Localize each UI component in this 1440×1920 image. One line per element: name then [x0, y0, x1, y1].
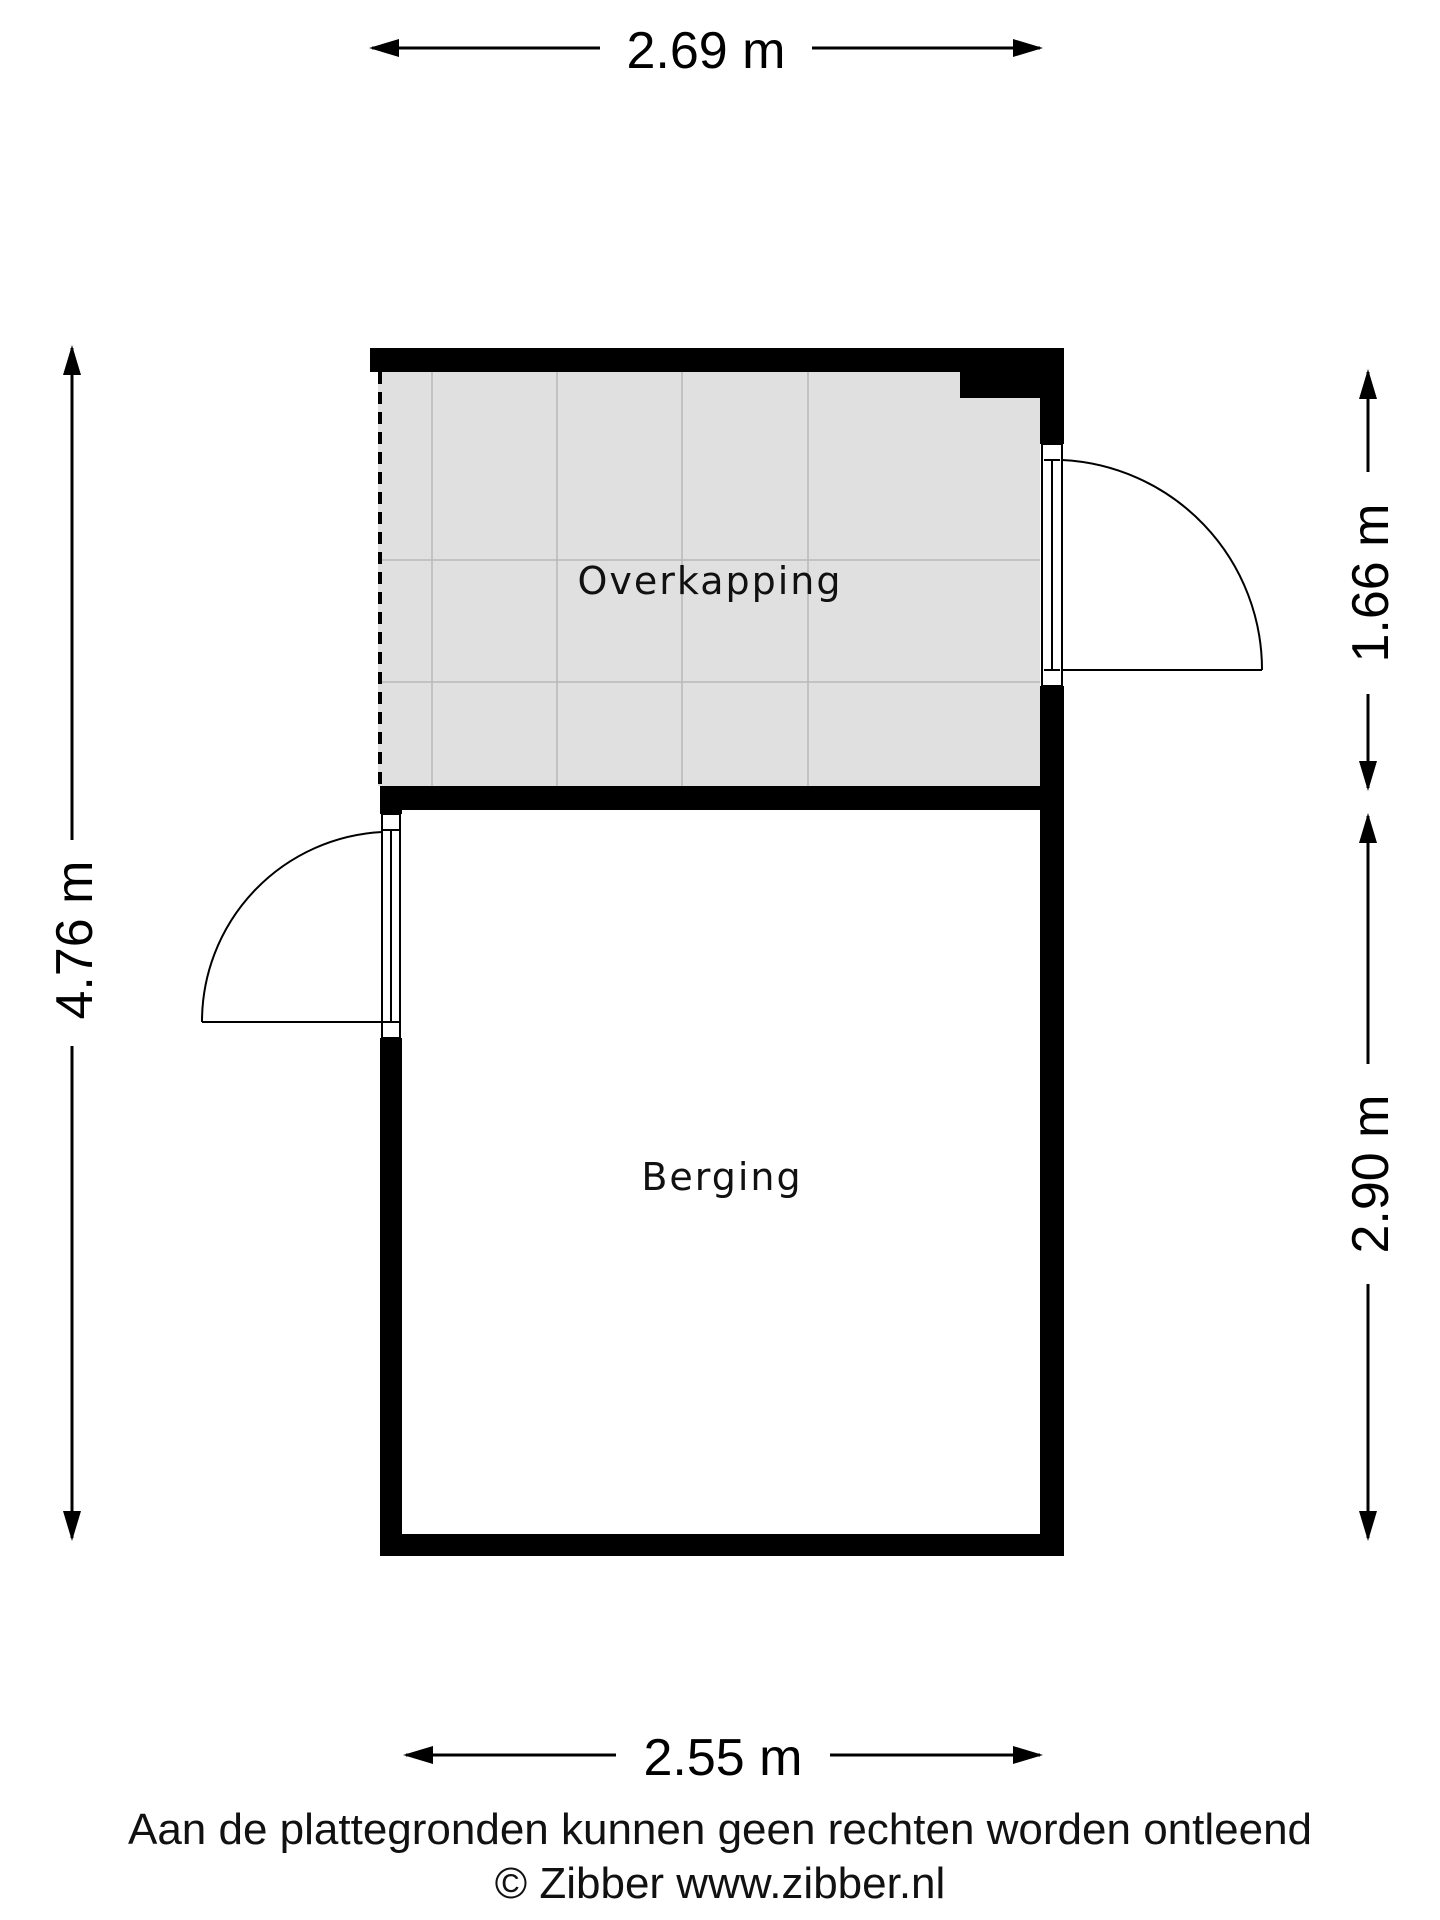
overkapping-floor	[378, 372, 1040, 786]
walls	[370, 348, 1064, 1556]
footer-copyright: © Zibber www.zibber.nl	[494, 1859, 946, 1908]
door-swing-arc	[1061, 459, 1264, 671]
footer-disclaimer: Aan de plattegronden kunnen geen rechten…	[127, 1805, 1313, 1854]
dimension-top-label: 2.69 m	[627, 22, 786, 80]
middle-wall	[380, 786, 1064, 810]
door-overkapping	[1041, 443, 1264, 687]
left-wall-lower	[380, 1038, 402, 1556]
dimension-left-label: 4.76 m	[46, 861, 104, 1020]
door-berging	[200, 813, 401, 1039]
left-wall-upper	[380, 786, 402, 814]
room-label-overkapping: Overkapping	[577, 559, 842, 603]
top-wall	[370, 348, 1064, 372]
corner-block	[960, 372, 1040, 398]
door-swing-arc	[200, 831, 383, 1023]
bottom-wall	[380, 1534, 1064, 1556]
tile-grid	[378, 372, 1040, 786]
dimension-bottom-label: 2.55 m	[644, 1729, 803, 1787]
dimension-right-upper-label: 1.66 m	[1342, 504, 1400, 663]
dimension-right-lower-label: 2.90 m	[1342, 1095, 1400, 1254]
right-wall-lower	[1040, 686, 1064, 1556]
right-wall-upper	[1040, 348, 1064, 444]
overkapping-floor-fill	[378, 372, 1040, 786]
room-label-berging: Berging	[641, 1155, 802, 1199]
